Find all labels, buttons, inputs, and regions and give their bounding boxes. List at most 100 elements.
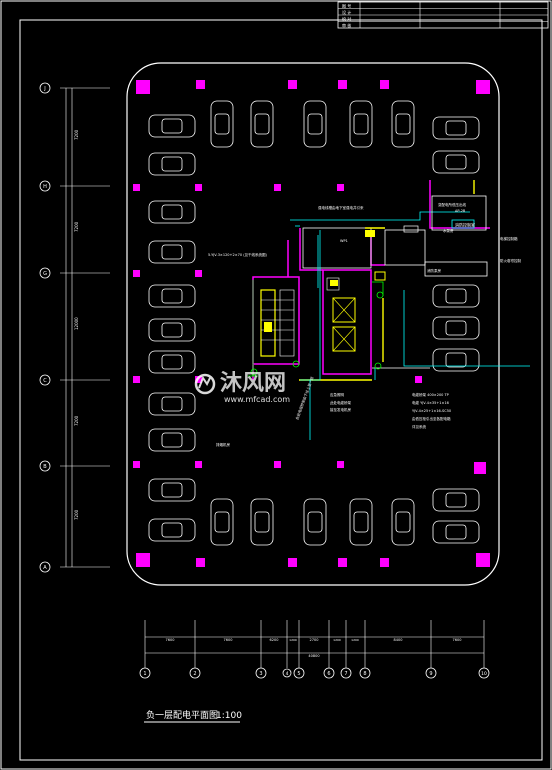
- parked-car-21: [148, 518, 196, 542]
- grid-col-4-label: 4: [286, 671, 289, 677]
- green-cable-routes: [248, 280, 384, 377]
- title-block-row-2: 设 计: [342, 9, 351, 15]
- grid-row-G-label: G: [43, 271, 47, 277]
- parked-car-6: [210, 498, 234, 546]
- grid-row-A-label: A: [43, 565, 47, 571]
- grid-row-H-label: H: [43, 184, 47, 190]
- parked-car-5: [391, 100, 415, 148]
- parked-car-13: [148, 200, 196, 224]
- note-gen-1: 此处电缆桥架: [330, 400, 351, 405]
- grid-col-1-label: 1: [143, 671, 146, 677]
- parked-car-19: [148, 428, 196, 452]
- note-cabinet-ref: AP-2B: [455, 209, 466, 213]
- grid-row-H: H: [39, 180, 51, 192]
- note-gen-2: 接至发电机房: [330, 407, 351, 412]
- parked-car-23: [432, 150, 480, 174]
- parked-car-28: [432, 520, 480, 544]
- grid-col-10: 10: [478, 667, 490, 679]
- parked-car-10: [391, 498, 415, 546]
- parked-car-25: [432, 316, 480, 340]
- grid-row-G: G: [39, 267, 51, 279]
- col-dim-1: 7600: [166, 638, 175, 642]
- grid-col-10-label: 10: [481, 671, 487, 677]
- parking-cars: [148, 100, 480, 546]
- structural-columns: [133, 80, 490, 567]
- grid-row-J: J: [39, 82, 51, 94]
- grid-col-5: 5: [293, 667, 305, 679]
- grid-row-C: C: [39, 374, 51, 386]
- col-dim-3: 6200: [270, 638, 279, 642]
- note-bus: 强电线槽由地下室强电井引来: [318, 205, 364, 210]
- grid-col-1: 1: [139, 667, 151, 679]
- core-elevator: [322, 269, 372, 375]
- note-right-2: 电缆 YJV-4×35+1×16: [412, 400, 449, 405]
- col-dim-total: 40800: [308, 654, 319, 658]
- col-dim-8: 8400: [394, 638, 403, 642]
- parked-car-27: [432, 488, 480, 512]
- grid-col-7-label: 7: [344, 671, 347, 677]
- bottom-dimensions: [144, 620, 485, 668]
- note-bottom: 此处电缆桥架由下往上至一层: [294, 375, 314, 420]
- row-dim-4: 7200: [74, 415, 79, 426]
- grid-row-B: B: [39, 460, 51, 472]
- title-block: 图 号 设 计 校 对 审 核: [337, 1, 549, 29]
- drawing-frame-inner: [19, 19, 543, 761]
- parked-car-14: [148, 240, 196, 264]
- annotation-notes: 强电线槽由地下室强电井引来 变配电所低压出线 AP-2B 电梯控制箱 5-YJV…: [208, 202, 521, 447]
- watermark-brand: 沐风网: [220, 371, 286, 396]
- col-dim-9: 7600: [453, 638, 462, 642]
- note-right-3: YJV-4×25+1×16-SC50: [412, 409, 451, 413]
- col-dim-6: 1200: [333, 638, 341, 642]
- col-dim-4: 1200: [289, 638, 297, 642]
- parked-car-1: [210, 100, 234, 148]
- parked-car-2: [250, 100, 274, 148]
- watermark-url: www.mfcad.com: [224, 395, 290, 404]
- parked-car-8: [303, 498, 327, 546]
- drawing-title-block: 负一层配电平面图 1:100: [144, 709, 242, 723]
- grid-col-9-label: 9: [429, 671, 432, 677]
- grid-col-3: 3: [255, 667, 267, 679]
- core-stair: [252, 276, 300, 365]
- building-outline: [126, 62, 500, 586]
- grid-row-C-label: C: [43, 378, 47, 384]
- col-dim-7: 1200: [351, 638, 359, 642]
- col-dim-2: 7600: [224, 638, 233, 642]
- grid-col-5-label: 5: [297, 671, 300, 677]
- note-fire-room: 消防泵房: [427, 268, 441, 273]
- parked-car-11: [148, 114, 196, 138]
- grid-col-bubbles: 1 2 3 4 5 6 7 8 9 10: [139, 667, 490, 679]
- grid-col-7: 7: [340, 667, 352, 679]
- parked-car-16: [148, 318, 196, 342]
- parked-car-15: [148, 284, 196, 308]
- parked-car-18: [148, 392, 196, 416]
- title-block-row-4: 审 核: [342, 22, 351, 28]
- note-lighting: 应急照明: [330, 392, 344, 397]
- note-elevator-box: 电梯控制箱: [500, 236, 518, 241]
- parked-car-20: [148, 478, 196, 502]
- grid-col-4: 4: [282, 668, 292, 678]
- note-pump: 水泵房: [443, 228, 454, 233]
- parked-car-9: [349, 498, 373, 546]
- grid-col-6: 6: [323, 667, 335, 679]
- grid-col-8-label: 8: [363, 671, 366, 677]
- drawing-scale: 1:100: [216, 711, 242, 721]
- row-dim-3: 12000: [74, 317, 79, 330]
- parked-car-26: [432, 348, 480, 372]
- grid-row-B-label: B: [43, 464, 47, 470]
- title-block-row-3: 校 对: [342, 16, 351, 22]
- note-fan-room: 排烟机房: [216, 442, 230, 447]
- grid-col-6-label: 6: [327, 671, 330, 677]
- note-right-5: 详见系统: [412, 424, 426, 429]
- parked-car-22: [432, 116, 480, 140]
- parked-car-24: [432, 284, 480, 308]
- title-block-row-1: 图 号: [342, 3, 351, 9]
- equipment-boxes: [250, 225, 419, 376]
- grid-col-2-label: 2: [193, 671, 196, 677]
- parked-car-7: [250, 498, 274, 546]
- col-dim-5: 2700: [310, 638, 319, 642]
- parked-car-4: [349, 100, 373, 148]
- note-right-1: 电缆桥架 400×200 TP: [412, 392, 449, 397]
- grid-row-bubbles: J H G C B A: [39, 82, 51, 573]
- row-dim-1: 7200: [74, 129, 79, 140]
